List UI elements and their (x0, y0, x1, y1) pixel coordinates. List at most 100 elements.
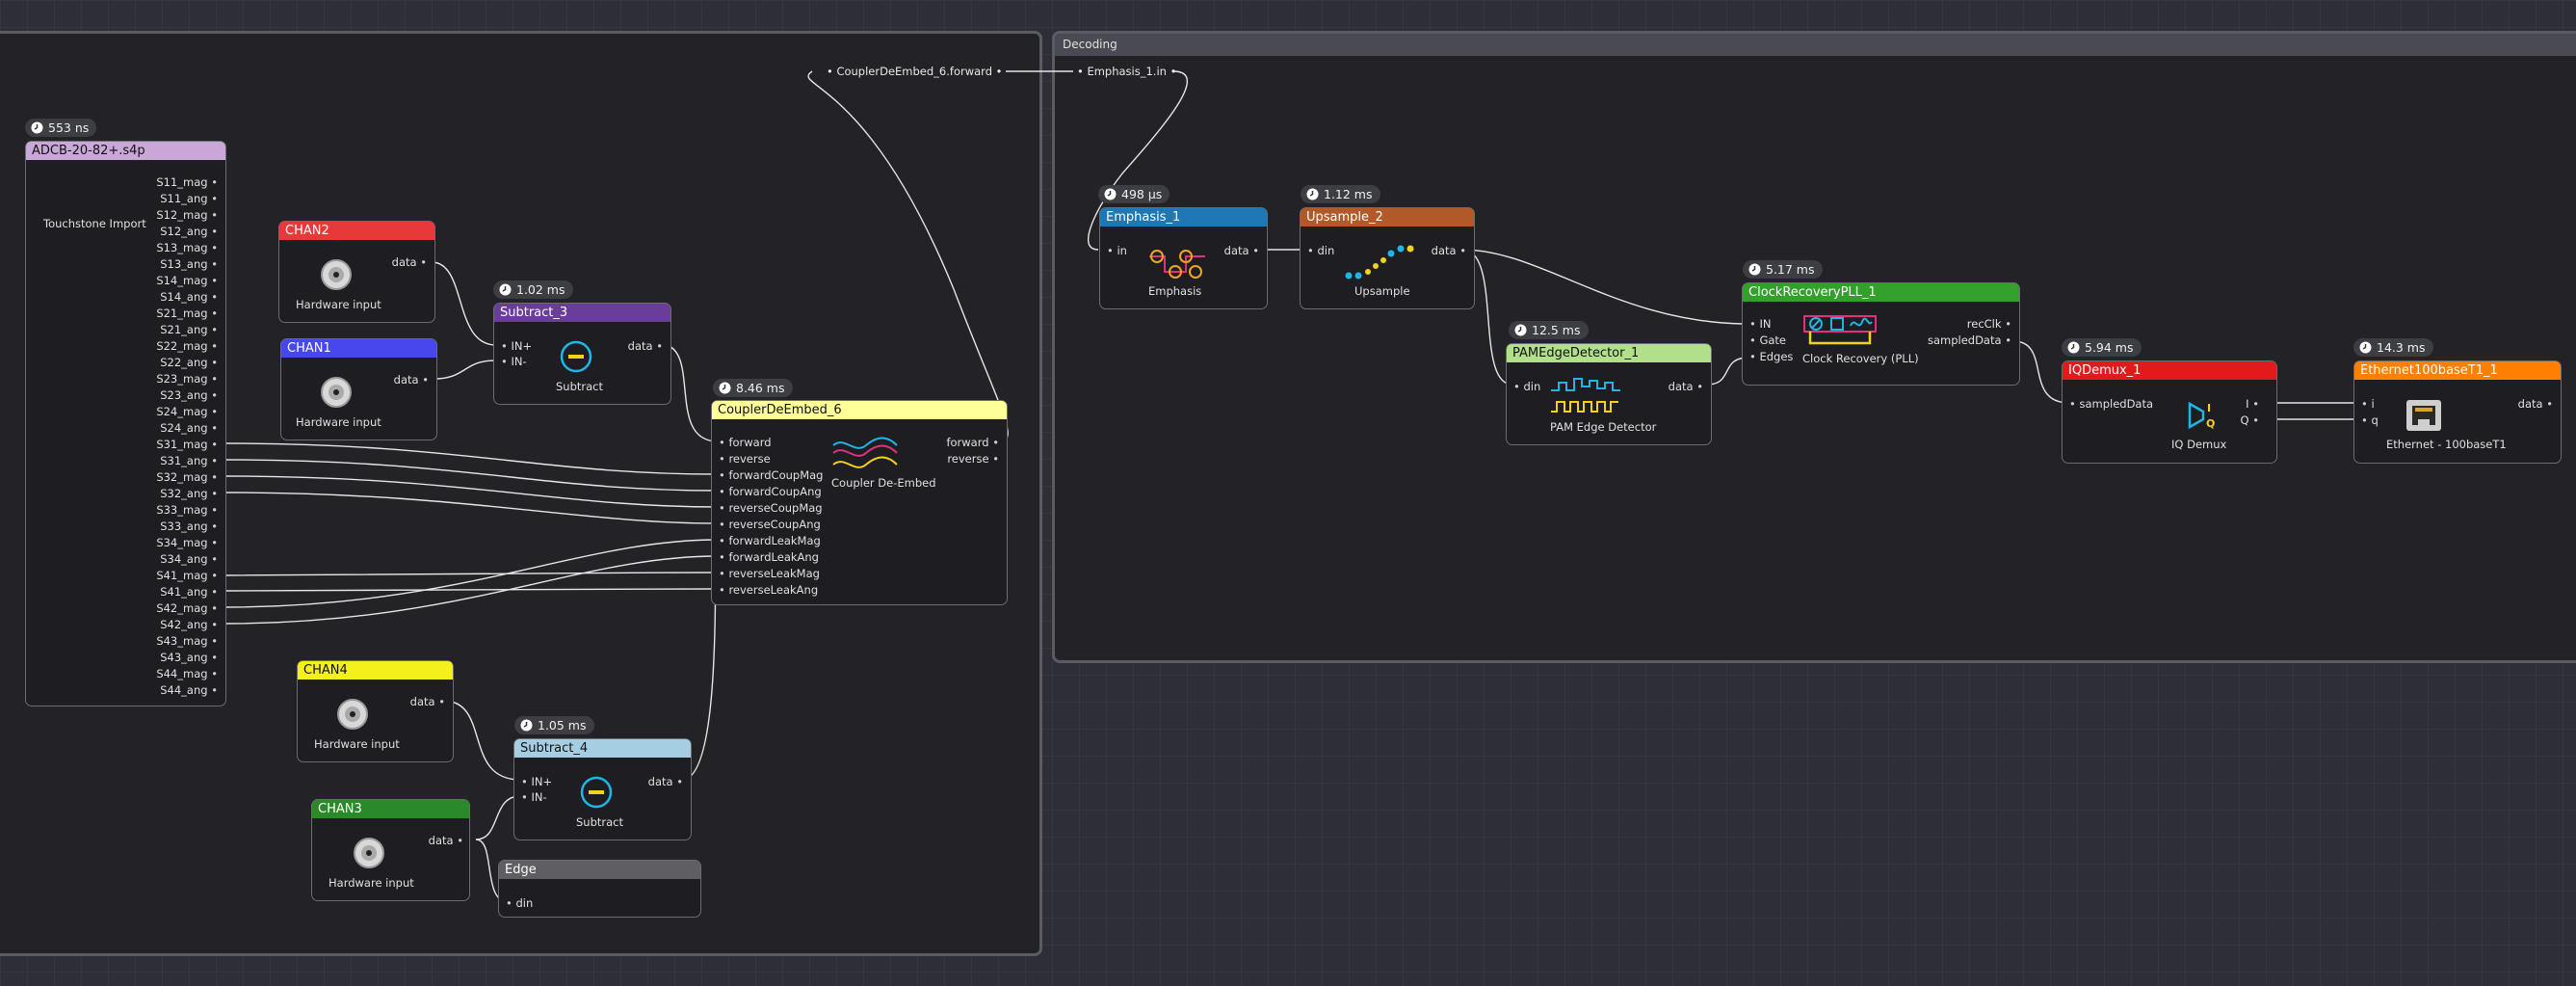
node-chan4-title[interactable]: CHAN4 (298, 661, 453, 680)
node-coupler-output-forward[interactable]: forward (946, 436, 999, 449)
node-clock-output-sampleddata[interactable]: sampledData (1928, 333, 2011, 347)
node-pam-output-data[interactable]: data (1669, 380, 1703, 393)
decoding-group-title[interactable]: Decoding (1055, 34, 2576, 56)
node-iqdemux[interactable]: IQDemux_1 sampledData I Q IQ IQ Demux (2062, 360, 2277, 464)
node-adcb-output-s24_ang[interactable]: S24_ang (160, 421, 218, 435)
node-coupler-output-reverse[interactable]: reverse (947, 452, 999, 466)
node-coupler-input-forward[interactable]: forward (719, 436, 771, 449)
node-adcb-output-s33_mag[interactable]: S33_mag (156, 503, 218, 517)
node-adcb-output-s14_ang[interactable]: S14_ang (160, 290, 218, 304)
node-adcb-output-s12_mag[interactable]: S12_mag (156, 208, 218, 222)
node-coupler-input-forwardcoupang[interactable]: forwardCoupAng (719, 485, 821, 498)
pin-coupler-forward[interactable]: • CouplerDeEmbed_6.forward • (827, 65, 1003, 78)
node-subtract3-input-inplus[interactable]: IN+ (501, 339, 532, 353)
node-adcb-output-s14_mag[interactable]: S14_mag (156, 274, 218, 287)
node-ethernet-input-q[interactable]: q (2361, 413, 2378, 427)
node-adcb-output-s31_ang[interactable]: S31_ang (160, 454, 218, 467)
node-chan3-output-data[interactable]: data (429, 834, 463, 847)
node-upsample-output-data[interactable]: data (1432, 244, 1466, 257)
node-adcb-output-s21_ang[interactable]: S21_ang (160, 323, 218, 336)
node-chan4[interactable]: CHAN4 data Hardware input (297, 660, 454, 762)
node-pam-title[interactable]: PAMEdgeDetector_1 (1507, 344, 1711, 362)
node-upsample[interactable]: Upsample_2 din data Upsample (1300, 207, 1475, 309)
node-emphasis-output-data[interactable]: data (1224, 244, 1259, 257)
node-edge-title[interactable]: Edge (499, 861, 700, 879)
node-chan3-title[interactable]: CHAN3 (312, 800, 469, 818)
node-ethernet[interactable]: Ethernet100baseT1_1 i q data Ethernet - … (2353, 360, 2562, 464)
node-clock-input-edges[interactable]: Edges (1749, 350, 1793, 363)
node-subtract4-input-inminus[interactable]: IN- (521, 790, 546, 804)
node-subtract4[interactable]: Subtract_4 IN+ IN- data Subtract (513, 738, 692, 840)
node-adcb-output-s11_ang[interactable]: S11_ang (160, 192, 218, 205)
node-subtract4-output-data[interactable]: data (648, 775, 683, 788)
node-coupler-input-reversecoupmag[interactable]: reverseCoupMag (719, 501, 822, 515)
node-coupler-input-forwardcoupmag[interactable]: forwardCoupMag (719, 468, 823, 482)
node-coupler-input-reverseleakmag[interactable]: reverseLeakMag (719, 567, 819, 580)
node-adcb-output-s44_ang[interactable]: S44_ang (160, 683, 218, 697)
node-edge-input-din[interactable]: din (506, 896, 533, 910)
node-chan3[interactable]: CHAN3 data Hardware input (311, 799, 470, 901)
node-clock-title[interactable]: ClockRecoveryPLL_1 (1743, 283, 2019, 302)
node-clock[interactable]: ClockRecoveryPLL_1 IN Gate Edges recClk … (1742, 282, 2020, 386)
node-coupler-input-reverseleakang[interactable]: reverseLeakAng (719, 583, 818, 597)
node-adcb-output-s41_mag[interactable]: S41_mag (156, 569, 218, 582)
node-adcb-output-s23_ang[interactable]: S23_ang (160, 388, 218, 402)
node-adcb-output-s31_mag[interactable]: S31_mag (156, 438, 218, 451)
node-pam[interactable]: PAMEdgeDetector_1 din data PAM Edge Dete… (1506, 343, 1712, 445)
node-chan2-output-data[interactable]: data (392, 255, 427, 269)
node-adcb-output-s43_mag[interactable]: S43_mag (156, 634, 218, 648)
node-adcb-output-s41_ang[interactable]: S41_ang (160, 585, 218, 599)
node-adcb-title[interactable]: ADCB-20-82+.s4p (26, 142, 225, 160)
node-adcb-output-s32_ang[interactable]: S32_ang (160, 487, 218, 500)
node-adcb-output-s22_mag[interactable]: S22_mag (156, 339, 218, 353)
node-iqdemux-output-q[interactable]: Q (2240, 413, 2259, 427)
node-adcb-output-s23_mag[interactable]: S23_mag (156, 372, 218, 386)
node-coupler-input-forwardleakang[interactable]: forwardLeakAng (719, 550, 819, 564)
node-subtract3[interactable]: Subtract_3 IN+ IN- data Subtract (493, 303, 671, 405)
node-adcb-output-s11_mag[interactable]: S11_mag (156, 175, 218, 189)
node-pam-input-din[interactable]: din (1513, 380, 1540, 393)
node-ethernet-title[interactable]: Ethernet100baseT1_1 (2354, 361, 2561, 380)
node-adcb-output-s43_ang[interactable]: S43_ang (160, 651, 218, 664)
node-chan1[interactable]: CHAN1 data Hardware input (280, 338, 437, 440)
node-adcb-output-s22_ang[interactable]: S22_ang (160, 356, 218, 369)
pin-emphasis-in[interactable]: • Emphasis_1.in • (1077, 65, 1177, 78)
node-coupler[interactable]: CouplerDeEmbed_6 forward reverse forwardCo… (711, 400, 1008, 605)
node-coupler-input-reversecoupang[interactable]: reverseCoupAng (719, 518, 820, 531)
node-emphasis-input-in[interactable]: in (1107, 244, 1126, 257)
node-chan2-title[interactable]: CHAN2 (279, 222, 434, 240)
node-ethernet-output-data[interactable]: data (2518, 397, 2553, 411)
node-adcb-output-s34_ang[interactable]: S34_ang (160, 552, 218, 566)
node-chan2[interactable]: CHAN2 data Hardware input (278, 221, 435, 323)
node-subtract4-input-inplus[interactable]: IN+ (521, 775, 552, 788)
node-edge[interactable]: Edge din (498, 860, 701, 918)
node-ethernet-input-i[interactable]: i (2361, 397, 2374, 411)
node-chan1-output-data[interactable]: data (394, 373, 429, 386)
node-clock-input-in[interactable]: IN (1749, 317, 1771, 331)
node-adcb-output-s32_mag[interactable]: S32_mag (156, 470, 218, 484)
node-adcb-output-s42_mag[interactable]: S42_mag (156, 601, 218, 615)
node-upsample-input-din[interactable]: din (1307, 244, 1334, 257)
node-adcb-output-s13_mag[interactable]: S13_mag (156, 241, 218, 254)
node-coupler-input-reverse[interactable]: reverse (719, 452, 770, 466)
node-chan1-title[interactable]: CHAN1 (281, 339, 436, 358)
node-adcb-output-s33_ang[interactable]: S33_ang (160, 520, 218, 533)
node-adcb-output-s44_mag[interactable]: S44_mag (156, 667, 218, 680)
node-emphasis-title[interactable]: Emphasis_1 (1100, 208, 1267, 227)
node-subtract4-title[interactable]: Subtract_4 (514, 739, 691, 758)
node-adcb-output-s42_ang[interactable]: S42_ang (160, 618, 218, 631)
node-emphasis[interactable]: Emphasis_1 in data Emphasis (1099, 207, 1268, 309)
node-adcb-output-s24_mag[interactable]: S24_mag (156, 405, 218, 418)
node-iqdemux-title[interactable]: IQDemux_1 (2063, 361, 2276, 380)
node-subtract3-input-inminus[interactable]: IN- (501, 355, 526, 368)
node-adcb-output-s34_mag[interactable]: S34_mag (156, 536, 218, 549)
node-coupler-input-forwardleakmag[interactable]: forwardLeakMag (719, 534, 820, 547)
node-subtract3-title[interactable]: Subtract_3 (494, 304, 670, 322)
node-coupler-title[interactable]: CouplerDeEmbed_6 (712, 401, 1007, 419)
node-adcb-output-s12_ang[interactable]: S12_ang (160, 225, 218, 238)
node-chan4-output-data[interactable]: data (410, 695, 445, 708)
node-iqdemux-output-i[interactable]: I (2246, 397, 2259, 411)
node-subtract3-output-data[interactable]: data (628, 339, 663, 353)
node-iqdemux-input-sampleddata[interactable]: sampledData (2069, 397, 2153, 411)
node-adcb[interactable]: ADCB-20-82+.s4p Touchstone Import S11_ma… (25, 141, 226, 706)
